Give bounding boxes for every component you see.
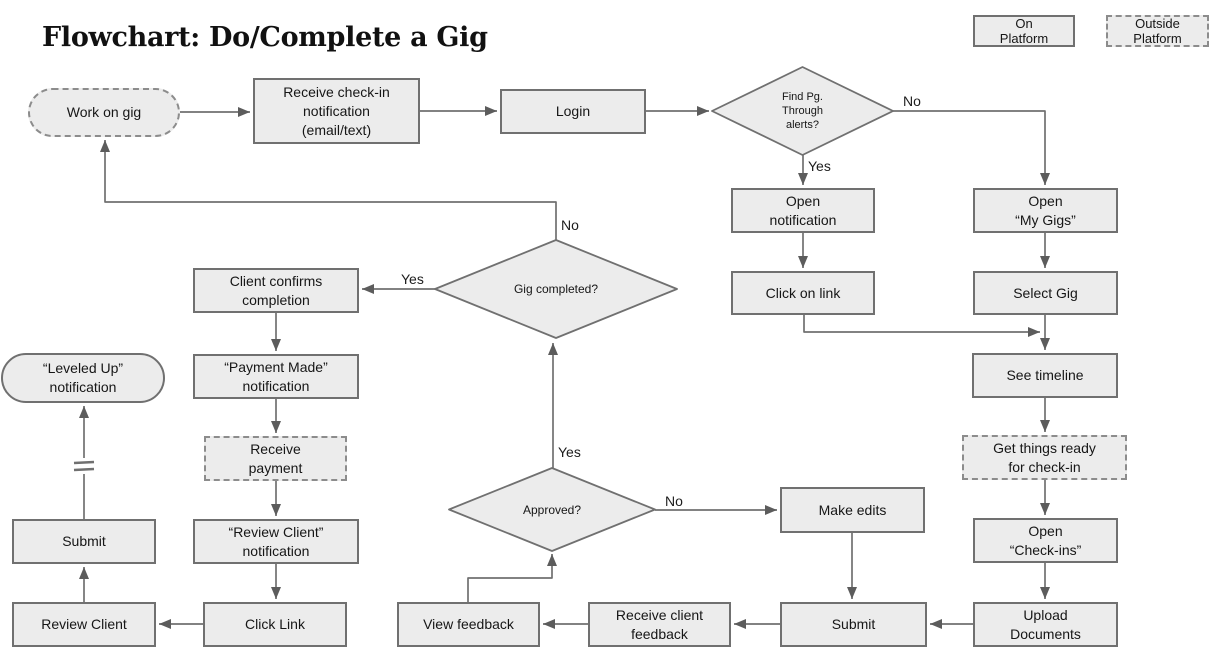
node-click-link: Click Link: [203, 602, 347, 647]
node-payment-made-notification: “Payment Made” notification: [193, 354, 359, 399]
node-approved-decision: Approved?: [522, 502, 582, 517]
node-select-gig: Select Gig: [973, 271, 1118, 315]
node-make-edits: Make edits: [780, 487, 925, 533]
node-review-client-notification: “Review Client” notification: [193, 519, 359, 564]
node-submit-bottom: Submit: [780, 602, 927, 647]
edge-label-approved-yes: Yes: [558, 444, 581, 460]
edge-label-find-pg-yes: Yes: [808, 158, 831, 174]
edge-label-gig-completed-no: No: [561, 217, 579, 233]
legend-outside-platform: Outside Platform: [1106, 15, 1209, 47]
node-gig-completed-decision: Gig completed?: [513, 281, 599, 296]
node-work-on-gig: Work on gig: [28, 88, 180, 137]
node-review-client: Review Client: [12, 602, 156, 647]
line-break-symbol: [72, 458, 96, 474]
node-get-things-ready: Get things ready for check-in: [962, 435, 1127, 480]
node-login: Login: [500, 89, 646, 134]
node-leveled-up-notification: “Leveled Up” notification: [1, 353, 165, 403]
node-view-feedback: View feedback: [397, 602, 540, 647]
edge-label-gig-completed-yes: Yes: [401, 271, 424, 287]
legend-on-platform: On Platform: [973, 15, 1075, 47]
node-open-notification: Open notification: [731, 188, 875, 233]
gig-completed-decision-diamond: [434, 239, 678, 339]
node-submit-left: Submit: [12, 519, 156, 564]
find-pg-decision-diamond: [711, 66, 894, 156]
node-click-on-link: Click on link: [731, 271, 875, 315]
node-receive-client-feedback: Receive client feedback: [588, 602, 731, 647]
node-receive-checkin-notification: Receive check-in notification (email/tex…: [253, 78, 420, 144]
flow-arrows: [79, 106, 1050, 629]
page-title: Flowchart: Do/Complete a Gig: [42, 22, 488, 53]
node-upload-documents: Upload Documents: [973, 602, 1118, 647]
approved-decision-diamond: [448, 467, 656, 552]
node-open-my-gigs: Open “My Gigs”: [973, 188, 1118, 233]
edge-label-find-pg-no: No: [903, 93, 921, 109]
node-see-timeline: See timeline: [972, 353, 1118, 398]
node-receive-payment: Receive payment: [204, 436, 347, 481]
node-client-confirms-completion: Client confirms completion: [193, 268, 359, 313]
node-open-checkins: Open “Check-ins”: [973, 518, 1118, 563]
edge-label-approved-no: No: [665, 493, 683, 509]
node-find-pg-decision: Find Pg. Through alerts?: [782, 91, 823, 131]
